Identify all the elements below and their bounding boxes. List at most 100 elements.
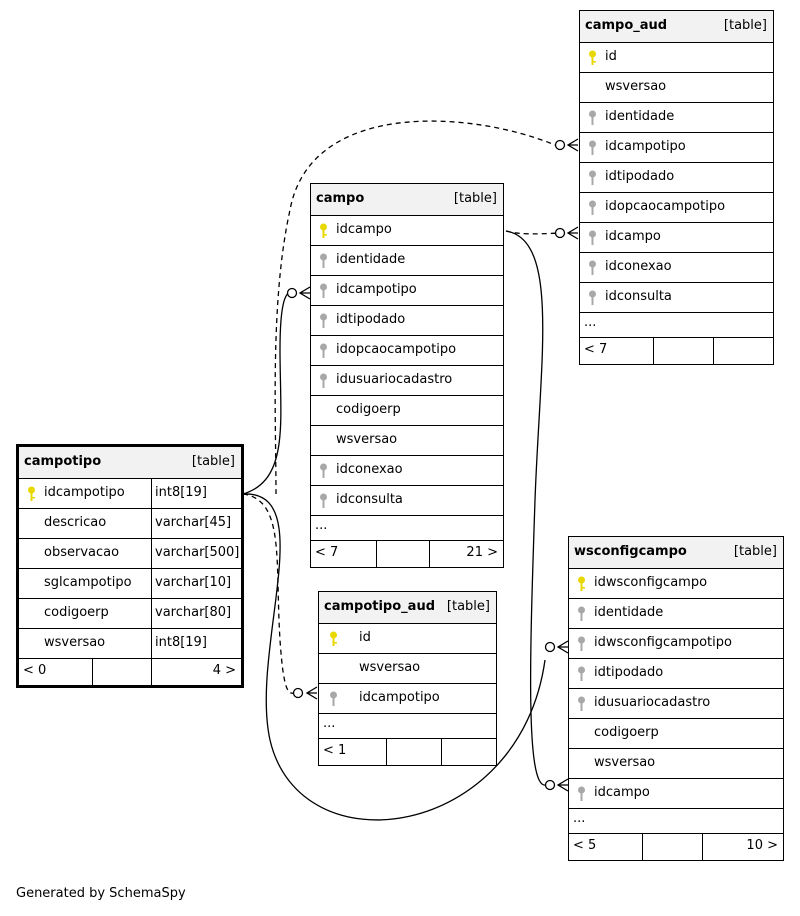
column-row[interactable]: idcampotipo int8[19] (19, 479, 241, 509)
primary-key-icon (589, 50, 596, 65)
column-row[interactable]: codigoerp (569, 719, 783, 749)
foreign-key-icon (320, 283, 327, 298)
column-row[interactable]: codigoerp (311, 396, 503, 426)
foreign-key-icon (320, 343, 327, 358)
column-row[interactable]: idcampotipo (311, 276, 503, 306)
child-count: 21 > (466, 545, 498, 560)
table-campo[interactable]: campo [table] idcampo identidade idcampo… (310, 183, 504, 568)
column-type: varchar[45] (155, 515, 232, 530)
column-row[interactable]: idusuariocadastro (311, 366, 503, 396)
table-campotipo[interactable]: campotipo [table] idcampotipo int8[19] de… (16, 444, 244, 688)
table-name: campo_aud (585, 18, 668, 33)
parent-count: < 0 (23, 663, 47, 678)
column-row[interactable]: idcampo (311, 216, 503, 246)
column-type: int8[19] (155, 485, 207, 500)
column-name: idconsulta (336, 492, 403, 507)
column-row[interactable]: identidade (311, 246, 503, 276)
column-name: identidade (605, 109, 675, 124)
column-row[interactable]: idconsulta (580, 283, 773, 313)
column-row[interactable]: idopcaocampotipo (311, 336, 503, 366)
column-row[interactable]: identidade (580, 103, 773, 133)
parent-count-cell: < 7 (311, 541, 377, 567)
column-row[interactable]: idconexao (311, 456, 503, 486)
generated-by-label: Generated by SchemaSpy (16, 886, 186, 901)
table-header: campo_aud [table] (580, 11, 773, 43)
foreign-key-icon (578, 786, 585, 801)
table-campotipo-aud[interactable]: campotipo_aud [table] id wsversao idcamp… (318, 591, 497, 766)
column-name: idcampo (336, 222, 392, 237)
more-label: ... (584, 315, 597, 330)
column-type: varchar[500] (155, 545, 240, 560)
column-row[interactable]: idconsulta (311, 486, 503, 516)
table-name: campo (316, 191, 365, 206)
parent-count-cell: < 5 (569, 834, 643, 860)
column-row[interactable]: idtipodado (311, 306, 503, 336)
column-row[interactable]: identidade (569, 599, 783, 629)
table-footer: < 7 21 > (311, 541, 503, 567)
column-row[interactable]: wsversao (311, 426, 503, 456)
crowfoot-marker (305, 686, 318, 700)
column-row[interactable]: idwsconfigcampo (569, 569, 783, 599)
column-name: codigoerp (44, 605, 109, 620)
column-name: wsversao (605, 79, 667, 94)
column-row[interactable]: idcampotipo (580, 133, 773, 163)
type-divider (151, 539, 152, 568)
foreign-key-icon (320, 493, 327, 508)
column-name: idconexao (336, 462, 403, 477)
foreign-key-icon (578, 636, 585, 651)
more-columns: ... (319, 714, 496, 739)
column-name: idopcaocampotipo (336, 342, 457, 357)
primary-key-icon (320, 223, 327, 238)
type-divider (151, 569, 152, 598)
column-row[interactable]: idcampo (569, 779, 783, 809)
column-row[interactable]: idtipodado (569, 659, 783, 689)
column-name: idcampotipo (44, 485, 125, 500)
optional-marker (292, 687, 304, 699)
column-name: idtipodado (336, 312, 406, 327)
column-name: idtipodado (605, 169, 675, 184)
column-row[interactable]: idcampo (580, 223, 773, 253)
type-divider (151, 509, 152, 538)
row-count-cell (654, 338, 714, 364)
foreign-key-icon (589, 200, 596, 215)
optional-marker (554, 227, 566, 239)
column-name: idcampotipo (605, 139, 686, 154)
type-divider (151, 479, 152, 508)
column-row[interactable]: id (580, 43, 773, 73)
foreign-key-icon (330, 691, 337, 706)
column-row[interactable]: idtipodado (580, 163, 773, 193)
table-header: campotipo [table] (19, 447, 241, 479)
column-name: idwsconfigcampotipo (594, 635, 732, 650)
table-campo-aud[interactable]: campo_aud [table] id wsversao identidade… (579, 10, 774, 365)
column-row[interactable]: idcampotipo (319, 684, 496, 714)
table-header: wsconfigcampo [table] (569, 537, 783, 569)
column-name: id (359, 630, 371, 645)
column-row[interactable]: id (319, 624, 496, 654)
column-row[interactable]: wsversao (319, 654, 496, 684)
column-row[interactable]: idopcaocampotipo (580, 193, 773, 223)
column-row[interactable]: wsversao (580, 73, 773, 103)
column-row[interactable]: idconexao (580, 253, 773, 283)
table-wsconfigcampo[interactable]: wsconfigcampo [table] idwsconfigcampo id… (568, 536, 784, 861)
child-count: 10 > (746, 838, 778, 853)
more-columns: ... (311, 516, 503, 541)
crowfoot-marker (566, 138, 579, 152)
parent-count: < 1 (323, 743, 347, 758)
child-count-cell (714, 338, 773, 364)
column-type: int8[19] (155, 635, 207, 650)
column-row[interactable]: idusuariocadastro (569, 689, 783, 719)
parent-count: < 7 (584, 342, 608, 357)
column-name: idtipodado (594, 665, 664, 680)
column-row[interactable]: wsversao (569, 749, 783, 779)
table-name: wsconfigcampo (574, 544, 687, 559)
column-row[interactable]: idwsconfigcampotipo (569, 629, 783, 659)
row-count-cell (93, 659, 152, 685)
row-count-cell (377, 541, 430, 567)
foreign-key-icon (589, 290, 596, 305)
child-count-cell (442, 739, 496, 765)
